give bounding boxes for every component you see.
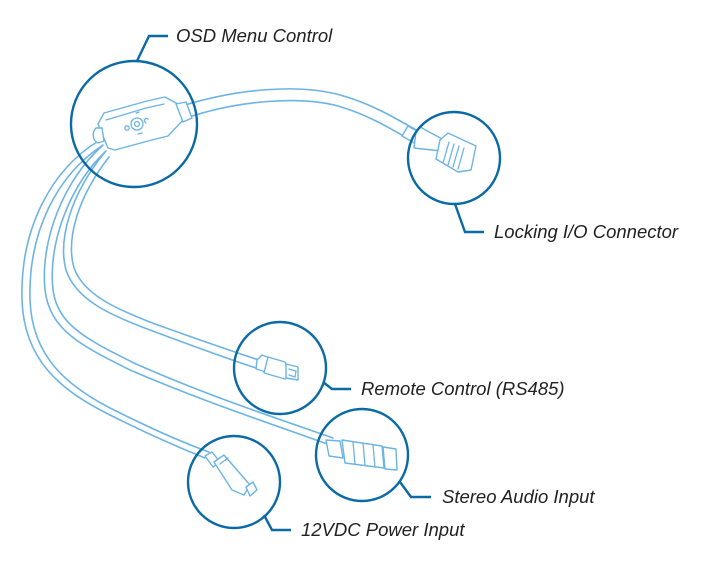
label-osd-menu-control: OSD Menu Control (176, 25, 333, 46)
cable-power (21, 139, 210, 459)
leader-locking (453, 203, 484, 234)
callout-ring-osd (69, 59, 199, 189)
locking-io-connector-plug (401, 125, 477, 173)
stereo-audio-plug (325, 439, 398, 471)
callout-ring-locking (406, 110, 502, 206)
leader-power (262, 514, 291, 532)
leader-osd (135, 34, 168, 62)
callout-ring-audio (314, 407, 410, 503)
label-12vdc-power-input: 12VDC Power Input (301, 519, 465, 540)
callout-ring-power (186, 434, 282, 530)
cable-audio (43, 145, 334, 446)
leader-audio (399, 481, 431, 499)
callout-ring-remote (232, 320, 328, 416)
power-plug (204, 451, 258, 497)
cable-remote (62, 151, 266, 371)
label-stereo-audio-input: Stereo Audio Input (442, 486, 595, 507)
osd-control-box (92, 96, 193, 151)
cable-locking-io (181, 88, 419, 142)
leader-remote (322, 381, 351, 391)
label-remote-control-rs485: Remote Control (RS485) (361, 378, 565, 399)
label-locking-io-connector: Locking I/O Connector (494, 221, 679, 242)
rs485-connector-plug (255, 354, 299, 381)
